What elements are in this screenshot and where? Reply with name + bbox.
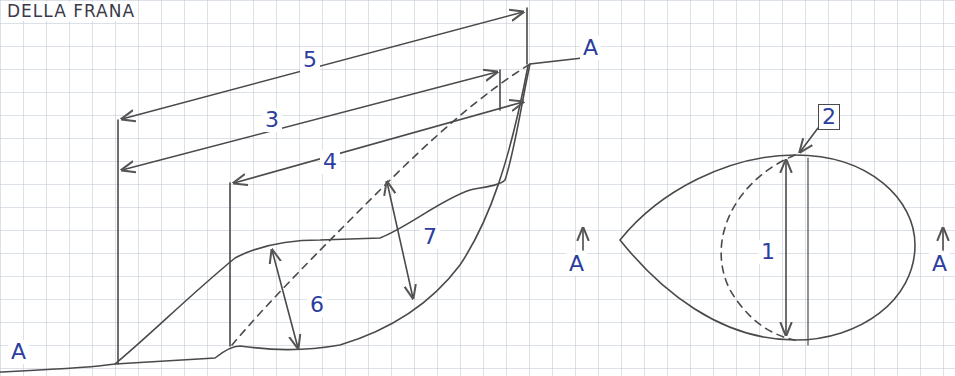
callout-number: A [566, 252, 587, 276]
callout-number: A [8, 340, 29, 364]
callout-number: 4 [320, 150, 340, 174]
callout-number: 7 [420, 225, 440, 249]
profile-section [0, 8, 600, 372]
callout-number: 3 [262, 108, 282, 132]
callout-number: A [929, 252, 950, 276]
title: DELLA FRANA [4, 2, 138, 21]
plan-view [583, 128, 943, 345]
callout-number: A [580, 36, 601, 60]
callout-number: 1 [758, 240, 778, 264]
callout-number: 2 [818, 104, 840, 130]
callout-number: 6 [307, 293, 327, 317]
callout-number: 5 [300, 48, 320, 72]
